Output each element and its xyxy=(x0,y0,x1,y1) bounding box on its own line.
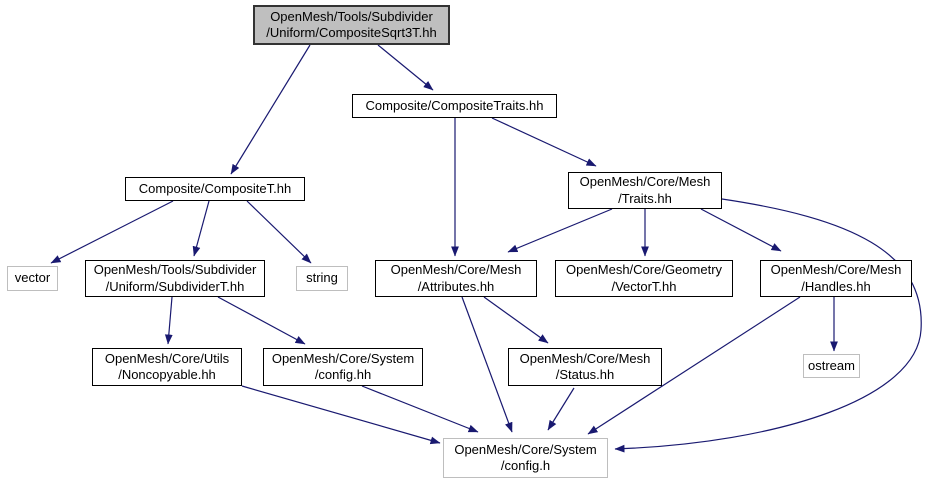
node-ostream: ostream xyxy=(803,354,860,378)
edge-attributes-to-status xyxy=(483,296,549,344)
edge-config-hh-to-config-h xyxy=(361,385,479,433)
node-system-config-hh[interactable]: OpenMesh/Core/System /config.hh xyxy=(263,348,423,386)
node-subdividert[interactable]: OpenMesh/Tools/Subdivider /Uniform/Subdi… xyxy=(85,260,265,297)
node-system-config-h: OpenMesh/Core/System /config.h xyxy=(443,438,608,478)
node-mesh-traits[interactable]: OpenMesh/Core/Mesh /Traits.hh xyxy=(568,172,722,209)
node-compositesqrt3t: OpenMesh/Tools/Subdivider /Uniform/Compo… xyxy=(253,5,450,45)
edge-compositetraits-to-traits xyxy=(491,117,597,167)
node-compositetraits[interactable]: Composite/CompositeTraits.hh xyxy=(352,94,557,118)
node-mesh-handles[interactable]: OpenMesh/Core/Mesh /Handles.hh xyxy=(760,260,912,297)
node-compositet[interactable]: Composite/CompositeT.hh xyxy=(125,177,305,201)
edge-status-to-config-h xyxy=(547,387,575,431)
node-mesh-attributes[interactable]: OpenMesh/Core/Mesh /Attributes.hh xyxy=(375,260,537,297)
edge-compositet-to-vector xyxy=(50,200,174,264)
node-geometry-vectort[interactable]: OpenMesh/Core/Geometry /VectorT.hh xyxy=(555,260,733,297)
edge-subdividert-to-noncopyable xyxy=(164,296,173,345)
edge-compositesqrt3t-to-compositetraits xyxy=(377,44,434,91)
edge-compositet-to-string xyxy=(246,200,312,264)
edge-compositet-to-subdividert xyxy=(192,200,210,257)
edge-noncopyable-to-config-h xyxy=(241,385,441,445)
node-utils-noncopyable[interactable]: OpenMesh/Core/Utils /Noncopyable.hh xyxy=(92,348,242,386)
node-string: string xyxy=(296,266,348,291)
edge-traits-to-attributes xyxy=(507,208,613,253)
edge-traits-to-config-h xyxy=(614,198,922,453)
node-mesh-status[interactable]: OpenMesh/Core/Mesh /Status.hh xyxy=(508,348,662,386)
node-vector: vector xyxy=(7,266,58,291)
edge-traits-to-handles xyxy=(700,208,782,252)
edge-subdividert-to-config-hh xyxy=(217,296,306,345)
edge-attributes-to-config-h xyxy=(461,296,513,433)
edge-handles-to-config-h xyxy=(587,296,801,435)
edge-compositesqrt3t-to-compositet xyxy=(230,44,311,175)
